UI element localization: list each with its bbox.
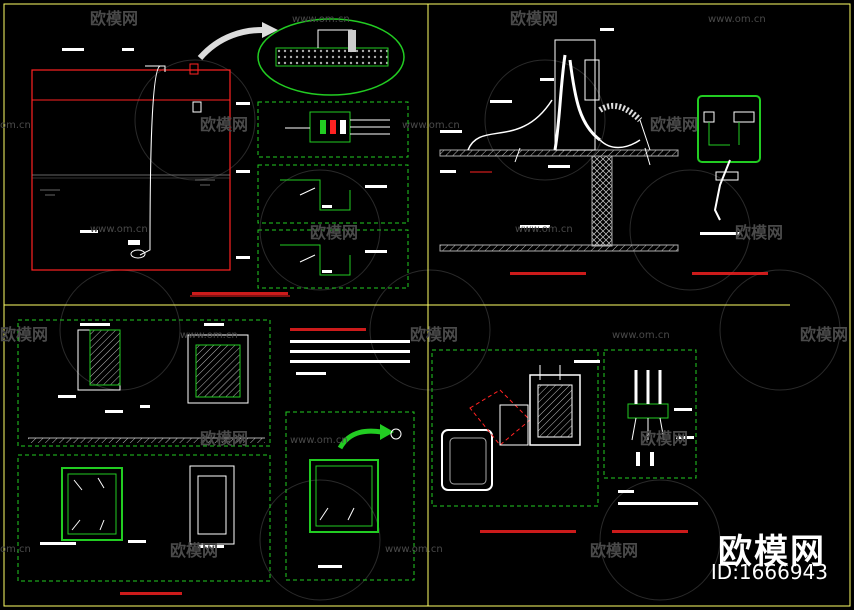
terminal-box-drawing xyxy=(692,95,768,275)
watermark-brand: 欧模网 xyxy=(410,325,458,344)
tank-float-switch-drawing xyxy=(31,48,290,297)
watermark-domain: www.om.cn xyxy=(90,224,148,235)
watermark-domain: www.om.cn xyxy=(612,330,670,341)
watermark-brand: 欧模网 xyxy=(200,429,248,448)
watermark-domain-short: om.cn xyxy=(0,120,31,131)
brand-logo-text: 欧模网 xyxy=(718,532,826,572)
watermark-brand: 欧模网 xyxy=(650,115,698,134)
watermark-domain: www.om.cn xyxy=(290,435,348,446)
watermark-domain-short: om.cn xyxy=(0,544,31,555)
watermark-text-layer: 欧模网 欧模网 欧模网 欧模网 欧模网 欧模网 欧模网 欧模网 欧模网 欧模网 … xyxy=(0,9,848,560)
watermark-brand: 欧模网 xyxy=(640,429,688,448)
cabinet-install-drawing xyxy=(17,319,415,595)
watermark-brand: 欧模网 xyxy=(800,325,848,344)
watermark-brand: 欧模网 xyxy=(310,223,358,242)
watermark-brand: 欧模网 xyxy=(170,541,218,560)
watermark-brand: 欧模网 xyxy=(510,9,558,28)
pipe-mount-drawing xyxy=(439,28,679,275)
watermark-domain: www.om.cn xyxy=(385,544,443,555)
watermark-domain: www.om.cn xyxy=(402,120,460,131)
watermark-brand: 欧模网 xyxy=(590,541,638,560)
watermark-domain: www.om.cn xyxy=(292,14,350,25)
installation-notes xyxy=(290,328,410,375)
watermark-brand: 欧模网 xyxy=(200,115,248,134)
watermark-domain: www.om.cn xyxy=(515,224,573,235)
watermark-brand: 欧模网 xyxy=(735,223,783,242)
watermark-domain-layer: www.om.cn www.om.cn om.cn www.om.cn www.… xyxy=(0,14,766,555)
switch-wiring-boxes xyxy=(257,101,409,289)
detail-callout-arrow xyxy=(197,18,405,96)
watermark-brand: 欧模网 xyxy=(90,9,138,28)
watermark-domain: www.om.cn xyxy=(708,14,766,25)
enclosure-exploded-drawing xyxy=(431,349,698,533)
watermark-domain: www.om.cn xyxy=(180,330,238,341)
sheet-frame xyxy=(3,3,851,607)
watermark-brand: 欧模网 xyxy=(0,325,48,344)
model-id-label: ID:1666943 xyxy=(710,560,828,584)
